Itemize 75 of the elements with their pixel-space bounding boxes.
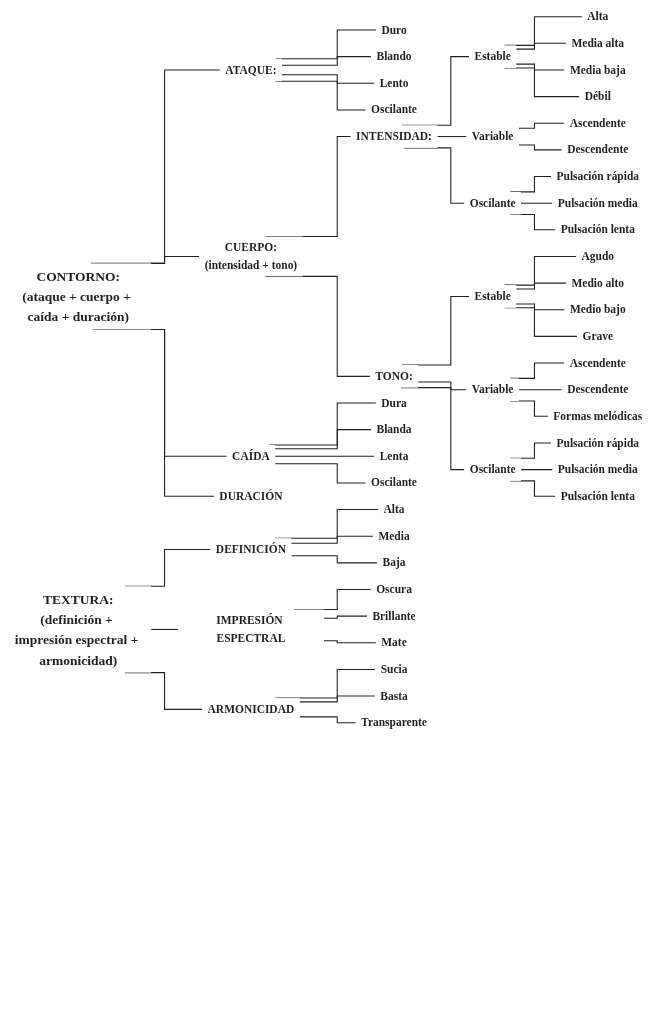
connector bbox=[299, 695, 376, 703]
node-text: Débil bbox=[584, 90, 611, 103]
node-text: Mate bbox=[381, 636, 407, 650]
node-text: CAÍDA bbox=[232, 449, 270, 463]
node-text: Pulsación rápida bbox=[556, 169, 640, 183]
connector bbox=[436, 136, 467, 138]
connector bbox=[509, 480, 556, 497]
connector bbox=[520, 469, 553, 471]
node-text: Oscilante bbox=[371, 476, 417, 490]
node-text: Pulsación media bbox=[557, 196, 638, 210]
node-text: Alta bbox=[383, 502, 405, 516]
connector bbox=[290, 555, 378, 564]
connector bbox=[417, 381, 467, 391]
node-text: Duro bbox=[381, 23, 407, 37]
node-text: Media bbox=[378, 529, 410, 543]
connector bbox=[515, 42, 567, 50]
node-text: Lenta bbox=[379, 449, 409, 463]
node-text: Descendente bbox=[567, 143, 629, 157]
connector bbox=[290, 535, 374, 544]
connector bbox=[274, 429, 372, 450]
connector bbox=[401, 295, 470, 366]
node-text: DEFINICIÓN bbox=[215, 542, 286, 556]
connector bbox=[515, 282, 567, 290]
node-text: Media baja bbox=[569, 63, 626, 77]
connector bbox=[509, 400, 549, 417]
node-text: Dura bbox=[381, 396, 407, 410]
connector bbox=[520, 202, 553, 204]
connector bbox=[274, 668, 376, 699]
connector bbox=[274, 463, 367, 484]
node-text: Pulsación lenta bbox=[560, 223, 635, 237]
node-text: Media alta bbox=[571, 36, 625, 50]
node-text: Basta bbox=[380, 689, 408, 703]
node-text: Medio alto bbox=[571, 276, 625, 290]
node-text: Blando bbox=[376, 50, 412, 63]
connector bbox=[323, 615, 368, 619]
connector bbox=[323, 640, 377, 644]
node-text: Transparente bbox=[361, 716, 427, 729]
node-text: TEXTURA: (definición + impresión espectral + armonicidad) bbox=[14, 591, 139, 668]
connector bbox=[518, 144, 563, 151]
node-text: Variable bbox=[471, 383, 514, 396]
node-text: Variable bbox=[471, 130, 514, 143]
node-text: IMPRESIÓN ESPECTRAL bbox=[216, 614, 286, 645]
node-text: Ascendente bbox=[569, 116, 626, 130]
node-text: Blanda bbox=[376, 423, 412, 436]
connector bbox=[281, 56, 372, 66]
node-text: Alta bbox=[587, 10, 609, 23]
connector bbox=[515, 303, 566, 311]
node-text: Lento bbox=[379, 76, 409, 90]
node-text: ARMONICIDAD bbox=[207, 702, 295, 716]
node-text: Grave bbox=[582, 329, 614, 343]
node-text: Formas melódicas bbox=[553, 409, 643, 423]
connector bbox=[518, 122, 565, 129]
connector bbox=[281, 74, 375, 84]
connector bbox=[518, 389, 563, 391]
connector bbox=[503, 255, 577, 286]
node-text: Brillante bbox=[372, 609, 416, 623]
node-text: DURACIÓN bbox=[219, 489, 283, 503]
connector bbox=[403, 147, 465, 204]
node-text: Descendente bbox=[567, 383, 629, 396]
connector bbox=[515, 63, 566, 71]
node-text: Pulsación media bbox=[557, 463, 638, 476]
node-text: Sucia bbox=[380, 662, 408, 676]
node-text: Pulsación lenta bbox=[560, 489, 635, 503]
connector bbox=[503, 67, 580, 98]
node-text: Oscura bbox=[376, 582, 412, 596]
connector bbox=[150, 628, 179, 630]
node-text: Baja bbox=[382, 556, 406, 570]
connector bbox=[274, 455, 375, 457]
node-text: Pulsación rápida bbox=[556, 436, 640, 450]
node-text: Medio bajo bbox=[569, 303, 626, 316]
node-text: Ascendente bbox=[569, 356, 626, 370]
node-text: Agudo bbox=[581, 249, 615, 263]
connector bbox=[149, 255, 200, 264]
connector bbox=[299, 716, 357, 724]
node-text: Oscilante bbox=[371, 103, 417, 117]
